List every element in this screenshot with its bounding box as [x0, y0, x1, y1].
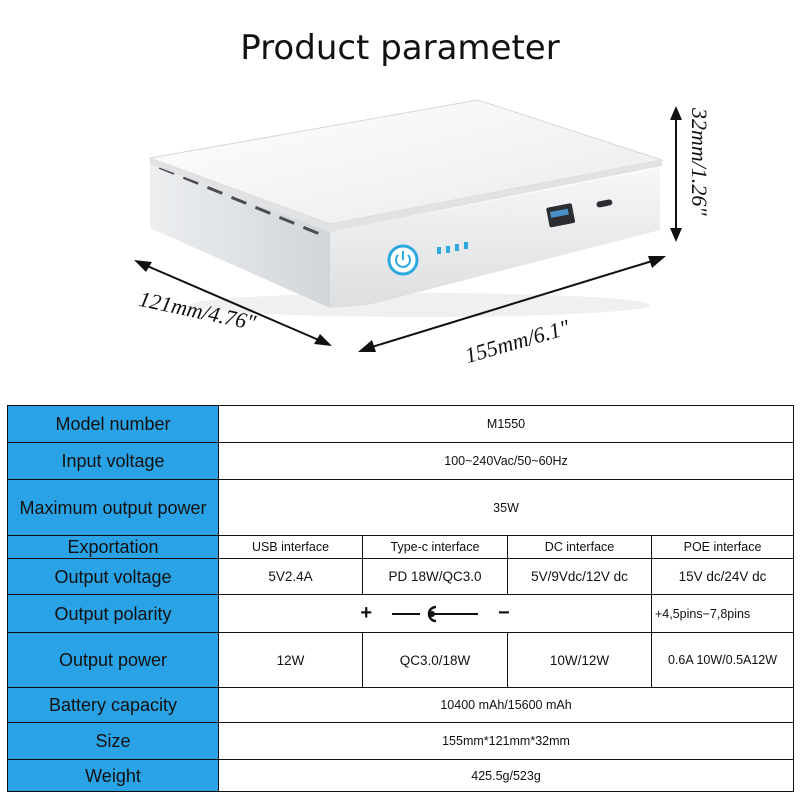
model-label: Model number: [7, 405, 219, 443]
output-polarity-label: Output polarity: [7, 594, 219, 633]
table-row: Output voltage 5V2.4A PD 18W/QC3.0 5V/9V…: [7, 558, 795, 595]
minus-sign: −: [498, 602, 510, 624]
weight-value: 425.5g/523g: [217, 759, 795, 792]
dc-polarity-icon: [392, 605, 478, 622]
dc-interface-header: DC interface: [507, 535, 652, 559]
page-title: Product parameter: [240, 28, 560, 68]
product-image: [134, 99, 682, 352]
model-value: M1550: [217, 405, 795, 443]
poe-voltage: 15V dc/24V dc: [650, 558, 795, 595]
size-label: Size: [7, 722, 219, 760]
typec-interface-header: Type-c interface: [362, 535, 508, 559]
battery-capacity-label: Battery capacity: [7, 687, 219, 723]
table-row: Output polarity + − +4,5pins−7,8pins: [7, 594, 795, 633]
table-row: Size 155mm*121mm*32mm: [7, 722, 795, 760]
max-output-label: Maximum output power: [7, 479, 219, 536]
table-row: Exportation USB interface Type-c interfa…: [7, 535, 795, 559]
table-row: Output power 12W QC3.0/18W 10W/12W 0.6A …: [7, 632, 795, 688]
usb-voltage: 5V2.4A: [218, 558, 363, 595]
poe-interface-header: POE interface: [650, 535, 795, 559]
table-row: Weight 425.5g/523g: [7, 759, 795, 792]
size-value: 155mm*121mm*32mm: [217, 722, 795, 760]
dc-power: 10W/12W: [507, 632, 652, 688]
typec-voltage: PD 18W/QC3.0: [362, 558, 508, 595]
usb-power: 12W: [218, 632, 363, 688]
exportation-label: Exportation: [7, 535, 219, 559]
max-output-value: 35W: [217, 479, 795, 536]
output-voltage-label: Output voltage: [7, 558, 219, 595]
usb-interface-header: USB interface: [218, 535, 363, 559]
table-row: Input voltage 100~240Vac/50~60Hz: [7, 442, 795, 480]
table-row: Maximum output power 35W: [7, 479, 795, 536]
poe-power: 0.6A 10W/0.5A12W: [650, 632, 795, 688]
dc-voltage: 5V/9Vdc/12V dc: [507, 558, 652, 595]
poe-polarity: +4,5pins−7,8pins: [650, 594, 795, 633]
battery-capacity-value: 10400 mAh/15600 mAh: [217, 687, 795, 723]
spec-table: Model number M1550 Input voltage 100~240…: [7, 405, 795, 792]
table-row: Battery capacity 10400 mAh/15600 mAh: [7, 687, 795, 723]
table-row: Model number M1550: [7, 405, 795, 443]
input-voltage-label: Input voltage: [7, 442, 219, 480]
output-power-label: Output power: [7, 632, 219, 688]
typec-power: QC3.0/18W: [362, 632, 508, 688]
input-voltage-value: 100~240Vac/50~60Hz: [217, 442, 795, 480]
weight-label: Weight: [7, 759, 219, 792]
height-dimension-label: 32mm/1.26": [687, 108, 712, 216]
plus-sign: +: [360, 602, 372, 624]
polarity-diagram: + −: [218, 594, 652, 633]
